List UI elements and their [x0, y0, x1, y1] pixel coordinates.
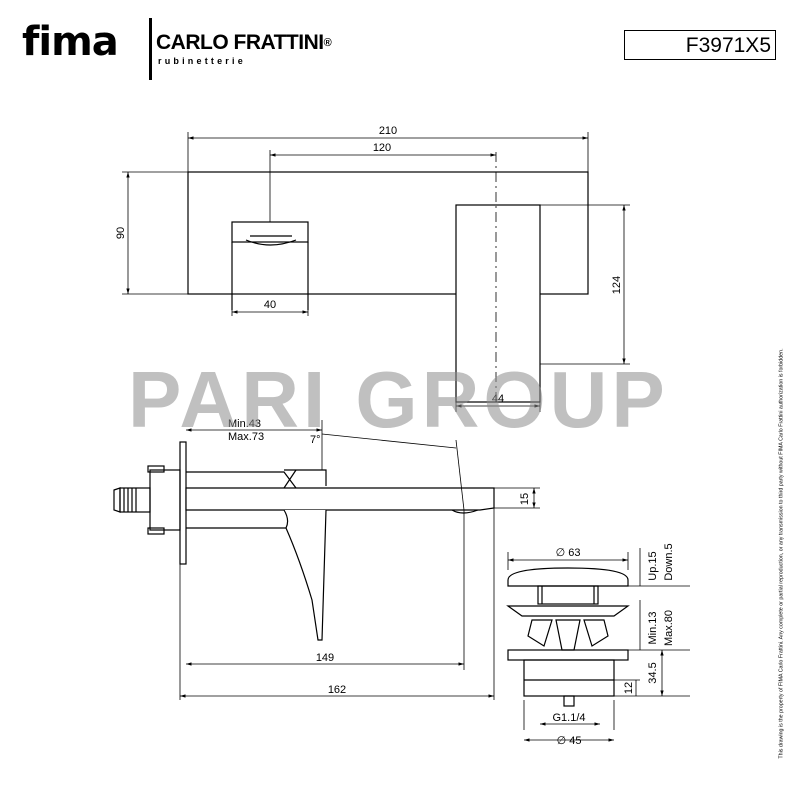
- waste-thread: [523, 659, 615, 697]
- dim-waste-height: 34.5: [647, 662, 659, 683]
- dim-angle: 7°: [310, 434, 321, 446]
- side-view-dimensions: [179, 420, 540, 700]
- dim-spout-offset: 120: [373, 142, 391, 154]
- spout-front: [231, 221, 309, 310]
- handle-front: [455, 204, 541, 403]
- dim-spout-reach: 149: [316, 652, 334, 664]
- waste-flange: [507, 649, 629, 661]
- waste-dimensions: [507, 548, 690, 742]
- dim-total-reach: 162: [328, 684, 346, 696]
- dim-min-depth: Min.43: [228, 418, 261, 430]
- dim-max-depth: Max.73: [228, 431, 264, 443]
- brand-carlo-frattini-label: CARLO FRATTINI: [156, 31, 324, 54]
- registered-mark: ®: [323, 37, 332, 49]
- dim-plate-height: 90: [115, 227, 127, 239]
- dim-waste-up: Up.15: [647, 551, 659, 580]
- dim-waste-min: Min.13: [647, 611, 659, 644]
- dim-waste-down: Down.5: [663, 543, 675, 580]
- handle-side: [186, 469, 327, 641]
- front-view-dimensions: [122, 132, 630, 412]
- dim-spout-width: 40: [264, 299, 276, 311]
- dim-spout-thickness: 15: [519, 493, 531, 505]
- waste-cap: [507, 567, 629, 587]
- brand-logo: fima CARLO FRATTINI® rubinetterie: [22, 18, 362, 82]
- dim-waste-diameter-top: ∅ 63: [556, 547, 581, 559]
- copyright-notice: This drawing is the property of FIMA Car…: [772, 320, 792, 790]
- side-wall-plate: [179, 441, 187, 565]
- brand-subtitle: rubinetterie: [158, 56, 246, 66]
- product-code-box: F3971X5: [624, 30, 776, 60]
- valve-body: [113, 465, 181, 535]
- dim-waste-thread-height: 12: [623, 682, 635, 694]
- front-view: [187, 152, 589, 403]
- spout-side: [185, 487, 495, 514]
- dim-handle-height: 124: [611, 276, 623, 294]
- dim-waste-thread: G1.1/4: [552, 712, 585, 724]
- waste-view: [506, 567, 630, 707]
- dim-waste-max: Max.80: [663, 610, 675, 646]
- brand-divider: [149, 18, 152, 80]
- copyright-notice-text: This drawing is the property of FIMA Car…: [778, 348, 785, 759]
- product-code: F3971X5: [685, 34, 771, 57]
- waste-cage: [527, 619, 609, 651]
- brand-fima-text: fima: [22, 19, 119, 65]
- dim-handle-width: 44: [492, 393, 504, 405]
- dim-front-width: 210: [379, 125, 397, 137]
- brand-carlo-frattini-text: CARLO FRATTINI®: [156, 31, 332, 54]
- watermark: PARI GROUP: [128, 355, 669, 444]
- dim-waste-diameter-bottom: ∅ 45: [557, 735, 582, 747]
- wall-plate: [187, 171, 589, 295]
- side-view: [113, 441, 495, 641]
